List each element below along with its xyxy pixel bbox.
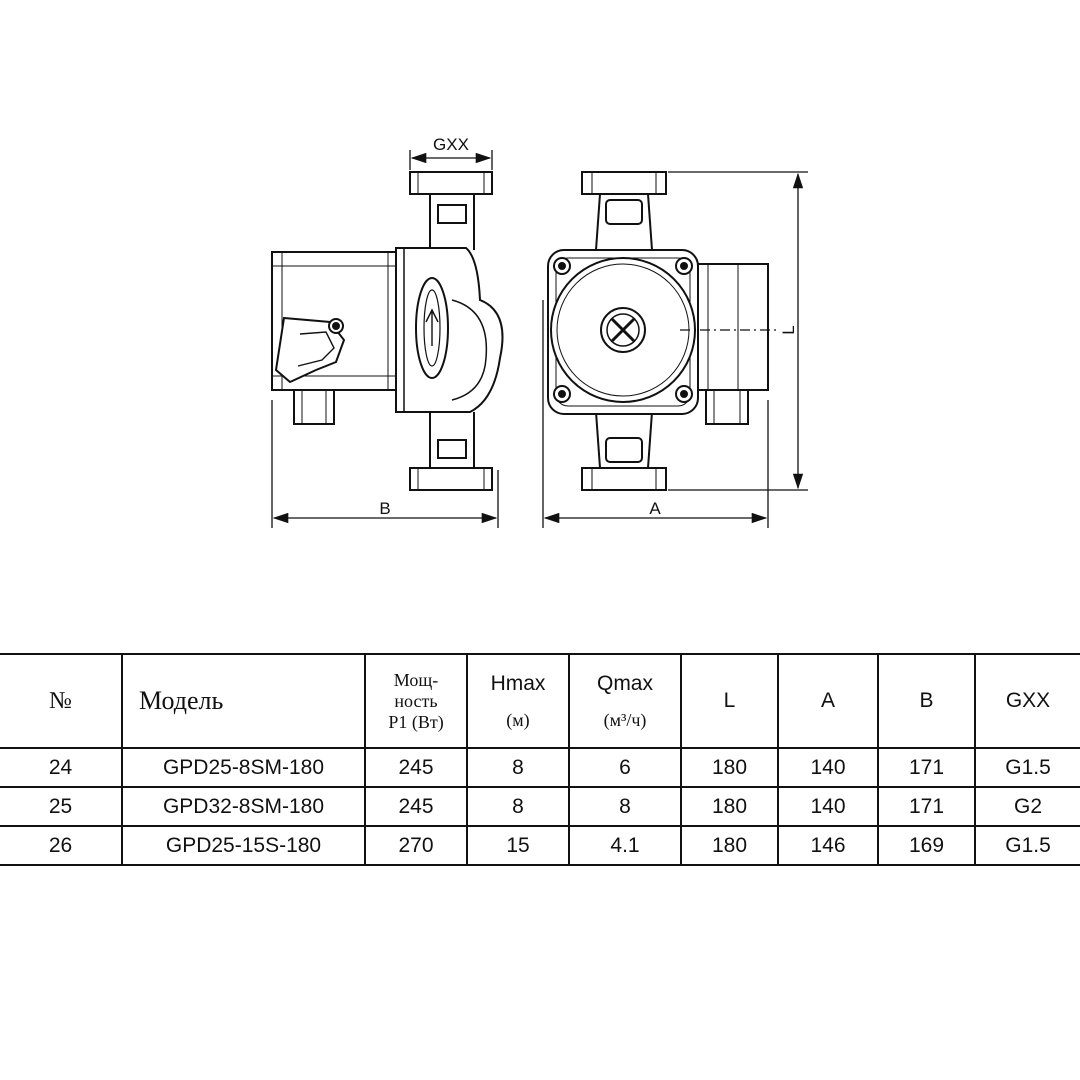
- dim-label-a: A: [649, 499, 661, 518]
- cell-b: 171: [877, 786, 976, 827]
- header-number: №: [0, 653, 123, 749]
- spec-table: № Модель Мощ- ность P1 (Вт) Hmax (м) Qma…: [0, 653, 1080, 866]
- header-l: L: [680, 653, 779, 749]
- pump-drawing: GXX B A L: [271, 135, 808, 528]
- cell-gxx: G1.5: [974, 747, 1080, 788]
- pump-side-view: [271, 171, 504, 491]
- cell-b: 169: [877, 825, 976, 866]
- cell-qmax: 8: [568, 786, 682, 827]
- header-b: B: [877, 653, 976, 749]
- dim-label-b: B: [379, 499, 390, 518]
- dimension-lines: [271, 150, 808, 528]
- header-power-line2: ность: [394, 690, 438, 711]
- cell-power: 245: [364, 786, 468, 827]
- cell-a: 140: [777, 747, 879, 788]
- cell-qmax: 4.1: [568, 825, 682, 866]
- cell-l: 180: [680, 786, 779, 827]
- cell-model: GPD25-8SM-180: [121, 747, 366, 788]
- header-hmax-unit: (м): [506, 709, 530, 730]
- cell-model: GPD25-15S-180: [121, 825, 366, 866]
- header-qmax-unit: (м³/ч): [603, 709, 647, 730]
- cell-a: 146: [777, 825, 879, 866]
- cell-gxx: G2: [974, 786, 1080, 827]
- header-qmax-label: Qmax: [596, 671, 653, 695]
- cell-qmax: 6: [568, 747, 682, 788]
- cell-power: 270: [364, 825, 468, 866]
- cell-l: 180: [680, 747, 779, 788]
- cell-b: 171: [877, 747, 976, 788]
- table-header-row: № Модель Мощ- ность P1 (Вт) Hmax (м) Qma…: [0, 653, 1080, 749]
- cell-model: GPD32-8SM-180: [121, 786, 366, 827]
- cell-power: 245: [364, 747, 468, 788]
- cell-hmax: 15: [466, 825, 570, 866]
- table-row: 25 GPD32-8SM-180 245 8 8 180 140 171 G2: [0, 786, 1080, 827]
- header-model: Модель: [121, 653, 366, 749]
- cell-hmax: 8: [466, 747, 570, 788]
- cell-number: 24: [0, 747, 123, 788]
- cell-a: 140: [777, 786, 879, 827]
- table-row: 26 GPD25-15S-180 270 15 4.1 180 146 169 …: [0, 825, 1080, 866]
- cell-gxx: G1.5: [974, 825, 1080, 866]
- dim-label-l: L: [779, 325, 798, 334]
- header-power: Мощ- ность P1 (Вт): [364, 653, 468, 749]
- header-hmax-label: Hmax: [490, 671, 546, 695]
- cell-hmax: 8: [466, 786, 570, 827]
- cell-number: 25: [0, 786, 123, 827]
- header-power-line3: P1 (Вт): [388, 711, 444, 732]
- cell-number: 26: [0, 825, 123, 866]
- table-row: 24 GPD25-8SM-180 245 8 6 180 140 171 G1.…: [0, 747, 1080, 788]
- header-power-line1: Мощ-: [393, 669, 439, 690]
- header-qmax: Qmax (м³/ч): [568, 653, 682, 749]
- header-hmax: Hmax (м): [466, 653, 570, 749]
- dim-label-gxx: GXX: [433, 135, 469, 154]
- cell-l: 180: [680, 825, 779, 866]
- pump-front-view: [547, 171, 769, 491]
- header-gxx: GXX: [974, 653, 1080, 749]
- header-a: A: [777, 653, 879, 749]
